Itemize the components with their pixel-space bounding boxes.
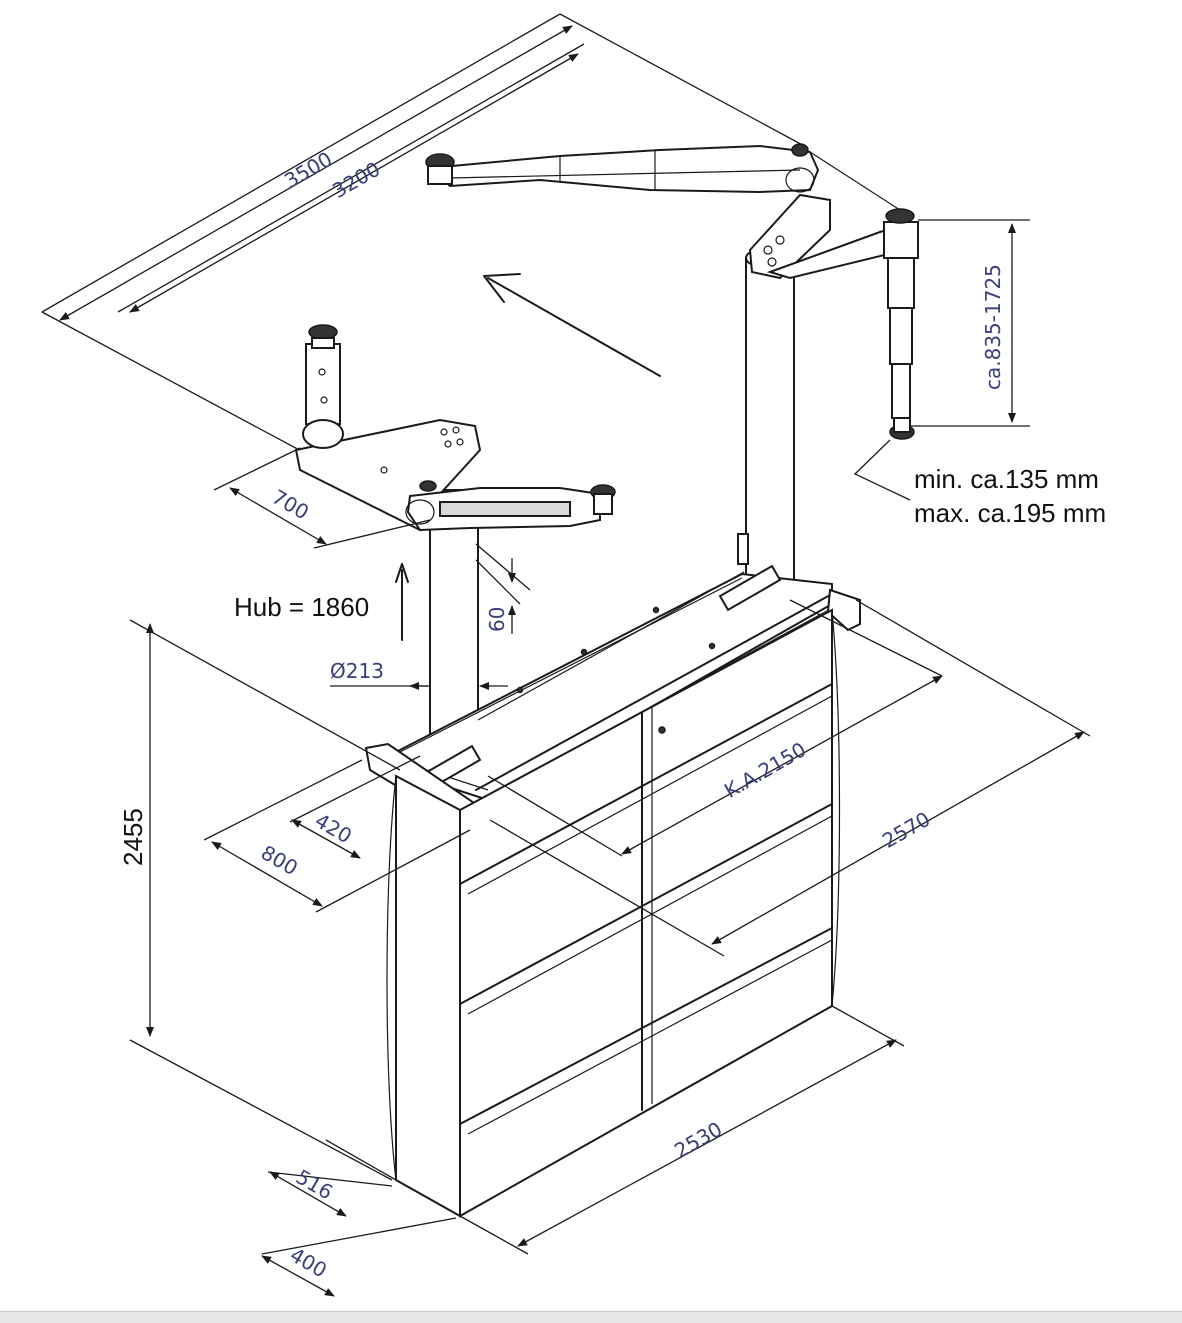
dim-total-width: [41, 13, 809, 461]
lift-stroke-arrow: [395, 563, 409, 641]
window-bottom-bar: [0, 1311, 1182, 1323]
dim-arm-height: [910, 219, 1030, 427]
pad-height-max: max. ca.195 mm: [914, 498, 1106, 528]
dim-overall-height-label: 2455: [118, 808, 148, 866]
dim-front-depth-1-label: 420: [311, 808, 356, 848]
left-arm-assembly: [294, 324, 616, 532]
dim-frame-length: [489, 599, 1091, 957]
dim-front-depth-2-label: 800: [257, 840, 302, 880]
drive-direction-arrow: [483, 273, 661, 377]
dim-arm-offset: [213, 447, 431, 549]
dim-total-width-label: 3500: [280, 147, 336, 193]
dim-base-length: [459, 1005, 905, 1255]
dim-overall-height: [129, 619, 401, 1181]
dim-inner-width: [117, 43, 585, 313]
right-arm-assembly: [425, 143, 919, 440]
dim-plate-offset: [475, 543, 531, 634]
pad-height-min: min. ca.135 mm: [914, 464, 1099, 494]
lift-stroke-label: Hub = 1860: [234, 592, 369, 622]
pad-height-leader: [853, 439, 911, 501]
right-column: [745, 247, 795, 599]
dim-arm-height-label: ca.835-1725: [981, 264, 1005, 390]
dim-front-depth: [203, 755, 471, 913]
dim-inner-width-label: 3200: [328, 157, 384, 203]
dim-plate-offset-label: 60: [485, 607, 509, 632]
dim-base-length-label: 2530: [670, 1117, 726, 1163]
dim-column-diameter-label: Ø213: [330, 659, 384, 683]
dim-base-depth: [261, 1139, 457, 1297]
dim-arm-offset-label: 700: [268, 485, 313, 525]
dim-frame-length-label: 2570: [878, 807, 934, 853]
